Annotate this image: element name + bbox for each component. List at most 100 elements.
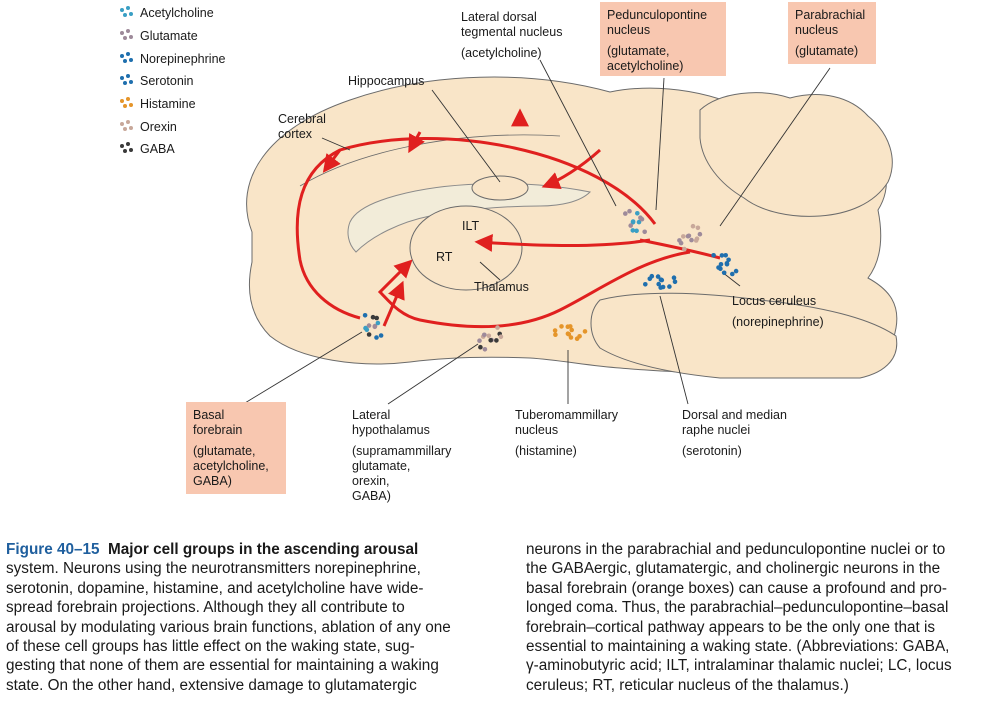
brain-sagittal-illustration	[239, 59, 898, 407]
cell-dot	[639, 216, 645, 222]
legend-dots-icon	[120, 119, 140, 134]
caption-line: γ-aminobutyric acid; ILT, intralaminar t…	[526, 657, 952, 675]
cell-dot	[494, 338, 499, 343]
caption-line: forebrain–cortical pathway appears to be…	[526, 618, 936, 636]
legend-dots-icon	[120, 51, 140, 66]
cell-dot	[719, 253, 725, 258]
cell-dot	[730, 271, 735, 277]
label-ilt: ILT	[462, 219, 480, 233]
cell-dot	[559, 324, 564, 329]
label-rt: RT	[436, 250, 453, 264]
legend-dots-icon	[120, 6, 140, 20]
cell-dot	[488, 338, 494, 343]
cell-dot	[656, 281, 661, 287]
cell-dot	[634, 228, 639, 234]
cell-dot	[374, 335, 379, 340]
caption-line: system. Neurons using the neurotransmitt…	[6, 560, 421, 578]
legend-item: Glutamate	[120, 25, 225, 48]
cell-dot	[658, 285, 663, 290]
legend-dots-icon	[120, 74, 140, 88]
cell-dot	[477, 338, 482, 344]
cell-dot	[690, 223, 696, 229]
cell-dot	[362, 313, 368, 318]
cell-dot	[723, 253, 728, 258]
caption-line: spread forebrain projections. Although t…	[6, 599, 405, 617]
cell-dot	[642, 229, 647, 235]
cell-dot	[486, 333, 492, 339]
cell-dot	[482, 347, 488, 352]
caption-line: the GABAergic, glutamatergic, and cholin…	[526, 560, 941, 578]
legend-dots-icon	[120, 29, 140, 43]
caption-line: gesting that none of them are essential …	[6, 657, 439, 675]
label-locus-ceruleus: Locus ceruleus(norepinephrine)	[732, 294, 824, 329]
cell-dot	[630, 219, 636, 224]
cell-dot	[681, 234, 686, 239]
legend-label: Norepinephrine	[140, 51, 226, 66]
cell-dot	[695, 225, 701, 231]
ascending-pathways	[295, 108, 721, 329]
cell-dot	[630, 228, 636, 233]
caption-line: essential to maintaining a waking state.…	[526, 638, 950, 656]
legend-item: Norepinephrine	[120, 47, 225, 70]
cell-dot	[623, 211, 628, 216]
cell-dot	[726, 257, 731, 263]
caption-left-column: Figure 40–15 Major cell groups in the as…	[6, 540, 476, 695]
legend-dots-icon	[120, 142, 140, 156]
figure-label: Figure 40–15	[6, 541, 100, 558]
cell-dot	[733, 268, 739, 274]
leader-lines	[239, 59, 831, 407]
cell-dot	[667, 284, 672, 289]
hippocampus-structure	[471, 175, 529, 201]
cell-dot	[495, 325, 500, 330]
legend-item: Histamine	[120, 93, 225, 116]
caption-line: serotonin, dopamine, histamine, and acet…	[6, 579, 424, 597]
cell-dot	[574, 336, 580, 342]
cell-dot	[635, 211, 640, 216]
cell-dot	[697, 231, 703, 237]
cell-dot	[643, 282, 648, 287]
cell-dot	[655, 274, 661, 279]
cell-dot	[568, 324, 573, 329]
caption-line: of these cell groups has little effect o…	[6, 638, 415, 656]
cell-dot	[370, 314, 376, 320]
cell-dot	[711, 253, 716, 258]
cell-dot	[553, 332, 558, 338]
thalamus-structure	[409, 205, 523, 291]
caption-line: longed coma. Thus, the parabrachial–pedu…	[526, 599, 949, 617]
cell-dot	[627, 208, 632, 214]
label-hippocampus: Hippocampus	[348, 74, 425, 88]
cell-dot	[636, 219, 642, 225]
cell-dot	[628, 223, 633, 228]
legend-label: GABA	[140, 142, 175, 157]
legend-dots-icon	[120, 97, 140, 111]
cell-dot	[659, 277, 665, 283]
caption-line: ceruleus; RT, reticular nucleus of the t…	[526, 676, 849, 694]
cell-dot	[568, 335, 574, 340]
legend-item: Serotonin	[120, 70, 225, 93]
cell-dot	[724, 261, 730, 267]
cell-dot	[582, 329, 588, 334]
cell-dot	[718, 262, 724, 267]
cell-dot	[569, 327, 574, 333]
legend-item: Acetylcholine	[120, 2, 225, 25]
cell-dot	[689, 237, 694, 243]
caption-line: neurons in the parabrachial and peduncul…	[526, 541, 946, 558]
lateral-ventricle	[347, 182, 592, 253]
legend-label: Histamine	[140, 97, 196, 112]
legend-label: Acetylcholine	[140, 6, 214, 21]
caption-line: arousal by modulating various brain func…	[6, 618, 451, 636]
brainstem	[590, 292, 898, 379]
cell-dot	[693, 238, 699, 243]
cell-dot	[366, 323, 372, 328]
caption-line: state. On the other hand, extensive dama…	[6, 676, 417, 694]
cell-dot	[649, 273, 655, 279]
